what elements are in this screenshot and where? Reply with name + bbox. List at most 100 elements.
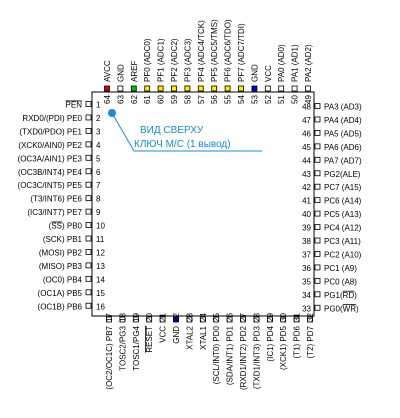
pin-number: 59	[170, 95, 179, 104]
pin-pad	[314, 143, 321, 150]
pin-label-overline: RD	[343, 291, 355, 300]
pin-label-overline: PEN	[66, 101, 83, 110]
pin-label: PC4 (A12)	[324, 224, 362, 233]
pin-number: 21	[159, 312, 168, 321]
pin-pad	[146, 316, 153, 323]
pin-pad	[314, 251, 321, 257]
pin-label-part: )	[354, 291, 357, 300]
pin-top-62: 62 AREF	[130, 61, 139, 104]
pin-number: 30	[279, 312, 288, 321]
pin-number: 25	[212, 312, 221, 321]
pin-bottom-25: 25(SCL/INT0) PD0	[212, 312, 221, 384]
pin-number: 38	[302, 237, 311, 246]
pin-number: 45	[302, 143, 311, 152]
pin-pad	[314, 197, 321, 204]
pin-number: 52	[264, 95, 273, 104]
pin-label-part: ) PB0	[62, 222, 83, 231]
pin-pad	[238, 85, 244, 92]
pin-pad	[132, 316, 139, 323]
pin-left-2: 2 RXD0/(PDI) PE0	[22, 114, 101, 123]
pin-label: PG2(ALE)	[324, 170, 361, 179]
pin-label: (SS) PB0	[49, 222, 83, 231]
pin-left-7: 7(OC3C/INT5) PE5	[18, 181, 101, 190]
pin-label: PF3 (ADC3)	[183, 38, 192, 82]
pin-label: VCC	[159, 326, 168, 343]
pin-pad	[314, 291, 321, 298]
pin-pad	[240, 316, 246, 323]
pin-number: 62	[130, 95, 139, 104]
pin-label: XTAL1	[199, 325, 208, 349]
pin-number: 40	[302, 210, 311, 219]
pin-label: PF7 (ADC7/TDI)	[237, 23, 246, 82]
pin-label: (TXD0/PDO) PE1	[19, 127, 82, 136]
pin-number: 42	[302, 183, 311, 192]
pin-right-40: 40 PC5 (A13)	[302, 210, 362, 219]
pin-number: 57	[197, 95, 206, 104]
pin-label: (MOSI) PB2	[39, 248, 83, 257]
pin-number: 11	[96, 235, 105, 244]
pin-pad	[266, 316, 273, 323]
pin-pad	[314, 277, 321, 284]
pin-pad	[119, 316, 126, 323]
pin-pad	[291, 85, 298, 92]
pin-pad	[85, 208, 92, 215]
pin-number: 18	[118, 312, 127, 321]
pin-left-12: 12(MOSI) PB2	[39, 248, 106, 257]
pin-label: PA7 (AD7)	[324, 156, 362, 165]
pin-pad	[85, 249, 92, 255]
pin-label: PC5 (A13)	[324, 210, 362, 219]
pin-label: VCC	[264, 65, 273, 82]
pin-number: 55	[224, 95, 233, 104]
pin-pad	[314, 237, 321, 244]
pin-left-6: 6(OC3B/INT4) PE4	[18, 168, 101, 177]
pin-pad	[184, 85, 191, 92]
pin-pad	[213, 316, 220, 323]
pin-number: 2	[96, 114, 101, 123]
pin-label: AREF	[130, 61, 139, 82]
pin-label: RXD0/(PDI) PE0	[22, 114, 82, 123]
key-line-diagonal	[111, 112, 135, 152]
pin-pad	[264, 85, 271, 92]
pin-label-part: )	[356, 304, 359, 313]
pin-left-13: 13(MISO) PB3	[39, 262, 106, 271]
pin-label: PC6 (A14)	[324, 197, 362, 206]
pin-label: AVCC	[103, 60, 112, 82]
pin-number: 56	[210, 95, 219, 104]
pin-label-overline: RESET	[145, 326, 154, 353]
pin-label: (MISO) PB3	[39, 262, 83, 271]
pin-left-11: 11(SCK) PB1	[43, 235, 105, 244]
pin-bottom-31: 31(T1) PD6	[293, 312, 302, 358]
pin-number: 22	[172, 312, 181, 321]
pin-pad	[85, 235, 92, 242]
pin-pad	[314, 170, 321, 177]
pin-number: 58	[183, 95, 192, 104]
pin-number: 9	[96, 208, 101, 217]
pin-pad	[226, 316, 233, 323]
pin-number: 27	[239, 312, 248, 321]
pin-number: 23	[185, 312, 194, 321]
pin-pad	[117, 85, 124, 92]
pin-pad	[314, 156, 321, 163]
pin-number: 63	[116, 95, 125, 104]
pin-bottom-32: 32(T2) PD7	[306, 312, 315, 358]
pin-label-part: PG1(	[324, 291, 343, 300]
pin-label: (OC1A) PB5	[38, 289, 83, 298]
pin-pad	[85, 101, 92, 107]
pin-bottom-26: 26(SDA/INT1) PD1	[226, 312, 235, 385]
pin-pad	[171, 85, 177, 92]
pin-pad	[106, 316, 112, 323]
pin-label: (T3/INT6) PE6	[30, 195, 82, 204]
